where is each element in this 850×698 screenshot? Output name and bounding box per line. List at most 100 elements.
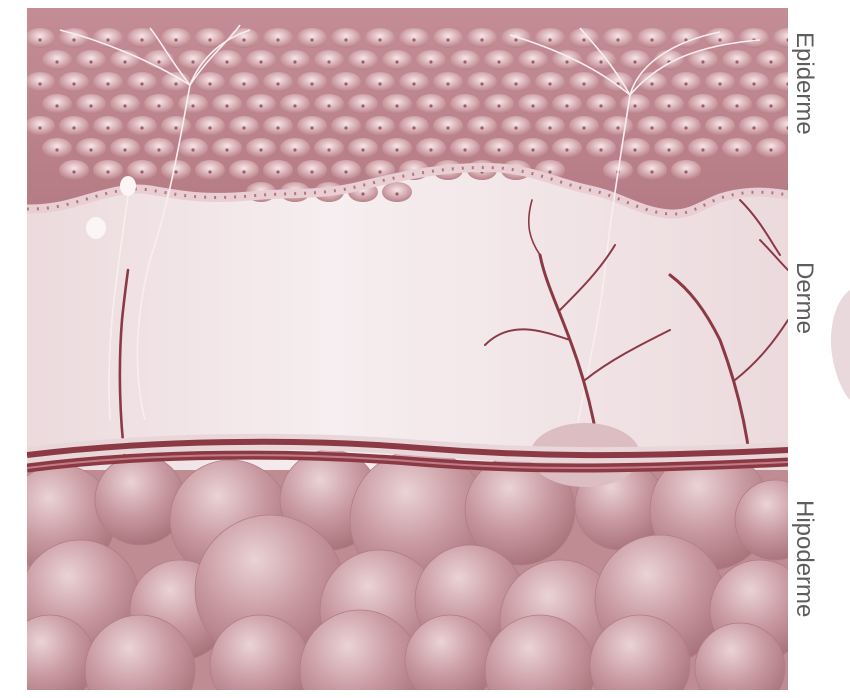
epidermis-cell (76, 138, 106, 158)
cell-nucleus (650, 38, 654, 42)
epidermis-cell (552, 138, 582, 158)
cell-nucleus (616, 126, 620, 130)
cell-nucleus (276, 38, 280, 42)
cell-nucleus (242, 126, 246, 130)
cell-nucleus (514, 38, 518, 42)
epidermis-cell (467, 28, 497, 48)
cell-nucleus (582, 38, 586, 42)
cell-nucleus (548, 126, 552, 130)
epidermis-cell (297, 116, 327, 136)
cell-nucleus (684, 126, 688, 130)
cell-nucleus (820, 38, 823, 41)
cell-nucleus (463, 148, 467, 152)
cell-nucleus (344, 126, 348, 130)
epidermis-cell (688, 50, 718, 70)
cell-nucleus (378, 126, 382, 130)
cell-nucleus (565, 60, 569, 64)
cell-nucleus (361, 148, 365, 152)
epidermis-cell (93, 160, 123, 180)
epidermis-cell (654, 138, 684, 158)
epidermis-cell (620, 138, 650, 158)
epidermis-cell (127, 116, 157, 136)
epidermis-cell (195, 116, 225, 136)
cell-nucleus (769, 104, 773, 108)
cell-nucleus (157, 60, 161, 64)
epidermis-cell (212, 50, 242, 70)
cell-nucleus (378, 38, 382, 42)
epidermis-cell (399, 72, 429, 92)
cell-nucleus (769, 148, 773, 152)
epidermis-cell (331, 28, 361, 48)
cell-nucleus (361, 60, 365, 64)
cell-nucleus (344, 82, 348, 86)
cell-nucleus (378, 82, 382, 86)
epidermis-cell (93, 116, 123, 136)
cell-nucleus (174, 38, 178, 42)
cell-nucleus (276, 82, 280, 86)
epidermis-cell (739, 116, 769, 136)
cell-nucleus (276, 170, 280, 174)
fat-cell (404, 614, 496, 690)
fat-cells (27, 449, 788, 690)
cell-nucleus (752, 82, 756, 86)
cell-nucleus (293, 148, 297, 152)
cell-nucleus (157, 148, 161, 152)
cell-nucleus (497, 148, 501, 152)
epidermis-cell (637, 28, 667, 48)
epidermis-cell (263, 72, 293, 92)
cell-nucleus (38, 38, 42, 42)
cell-nucleus (123, 104, 127, 108)
cell-nucleus (837, 104, 840, 107)
hypodermis-label: Hipoderme (791, 500, 818, 617)
epidermis-cell (314, 94, 344, 114)
cell-nucleus (786, 38, 788, 42)
fat-cell (27, 614, 96, 690)
touch-receptor (86, 217, 106, 239)
epidermis-cell (331, 160, 361, 180)
epidermis-cell (365, 28, 395, 48)
epidermis-cell (790, 138, 820, 158)
epidermis-cell (416, 50, 446, 70)
cell-nucleus (259, 60, 263, 64)
epidermis-cell (756, 138, 786, 158)
epidermis-cell (110, 138, 140, 158)
cell-nucleus (820, 126, 823, 129)
epidermis-cell (27, 28, 55, 48)
epidermis-cell (773, 116, 788, 136)
epidermis-cell (59, 160, 89, 180)
cell-nucleus (191, 60, 195, 64)
cell-nucleus (140, 126, 144, 130)
cell-nucleus (582, 82, 586, 86)
cell-nucleus (344, 170, 348, 174)
epidermis-cell (144, 50, 174, 70)
epidermis-cell (569, 116, 599, 136)
cell-nucleus (735, 104, 739, 108)
epidermis-cell (365, 116, 395, 136)
cell-nucleus (89, 104, 93, 108)
epidermis-cell (824, 94, 850, 114)
epidermis-cell (212, 94, 242, 114)
cell-nucleus (633, 148, 637, 152)
cell-nucleus (140, 170, 144, 174)
cell-nucleus (582, 126, 586, 130)
fat-cell (84, 614, 196, 690)
epidermis-cell (348, 138, 378, 158)
cell-nucleus (616, 38, 620, 42)
epidermis-cell (263, 116, 293, 136)
cell-nucleus (752, 126, 756, 130)
epidermis-cell (705, 72, 735, 92)
cell-nucleus (174, 82, 178, 86)
epidermis-cell (586, 94, 616, 114)
cell-nucleus (718, 126, 722, 130)
cell-nucleus (497, 60, 501, 64)
epidermis-cell (229, 116, 259, 136)
cell-nucleus (599, 104, 603, 108)
epidermis-cell (59, 28, 89, 48)
epidermis-cell (76, 94, 106, 114)
epidermis-cell (212, 138, 242, 158)
epidermis-cell (433, 28, 463, 48)
epidermis-cell (263, 160, 293, 180)
epidermis-cell (93, 72, 123, 92)
cell-nucleus (769, 60, 773, 64)
